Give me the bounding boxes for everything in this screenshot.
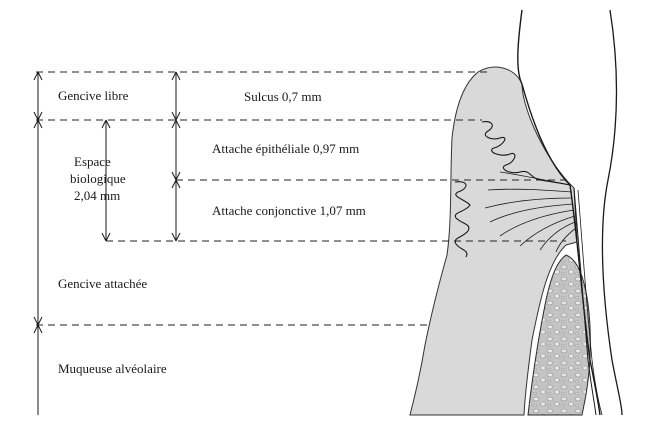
label-sulcus: Sulcus 0,7 mm <box>244 89 322 104</box>
connective-fibers <box>484 171 577 253</box>
label-espace-2: biologique <box>70 171 126 186</box>
label-muqueuse-alveolaire: Muqueuse alvéolaire <box>58 361 167 376</box>
tooth-crown-edge <box>601 9 623 416</box>
label-espace-3: 2,04 mm <box>74 188 120 203</box>
label-attache-epitheliale: Attache épithéliale 0,97 mm <box>212 141 359 156</box>
label-gencive-libre: Gencive libre <box>58 88 129 103</box>
tooth-root-inner <box>577 189 603 416</box>
dimension-lines <box>33 71 181 415</box>
label-gencive-attachee: Gencive attachée <box>58 276 147 291</box>
label-espace-1: Espace <box>74 154 111 169</box>
tooth-outline-outer <box>517 9 601 416</box>
rete-ridges <box>454 181 471 258</box>
epithelial-folds <box>481 121 571 186</box>
tooth-root-surface <box>573 187 597 416</box>
alveolar-bone <box>527 254 591 416</box>
label-attache-conjonctive: Attache conjonctive 1,07 mm <box>212 203 366 218</box>
